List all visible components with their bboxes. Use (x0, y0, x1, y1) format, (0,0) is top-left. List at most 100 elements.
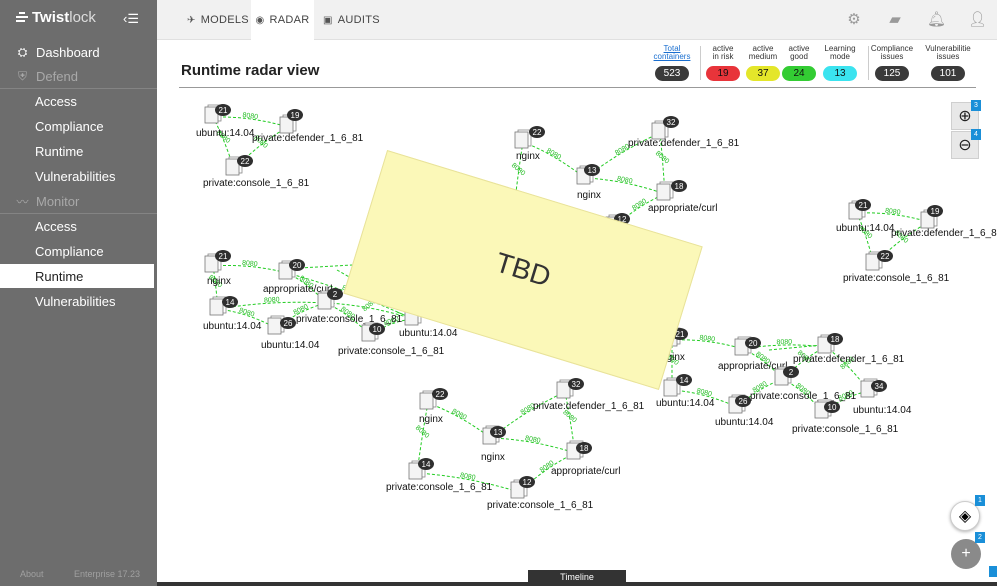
add-button[interactable]: + (951, 539, 981, 569)
tab-radar[interactable]: ◉ RADAR (251, 0, 314, 40)
count-badge-text: 13 (588, 166, 597, 175)
container-node[interactable]: 22 nginx (419, 388, 448, 425)
stat-value-pill: 13 (823, 66, 857, 81)
container-label: appropriate/curl (718, 361, 787, 372)
stat-value-pill: 523 (655, 66, 689, 81)
port-label: 8080 (631, 198, 648, 212)
count-badge (671, 180, 687, 192)
stat-value-pill: 24 (782, 66, 816, 81)
count-badge (369, 323, 385, 335)
shield-icon: ⛨ (17, 68, 27, 83)
count-badge-text: 21 (219, 252, 228, 261)
count-badge-text: 22 (881, 252, 890, 261)
about-link[interactable]: About (20, 569, 44, 579)
gear-icon[interactable]: ⚙ (847, 11, 861, 28)
collapse-sidebar-icon[interactable]: ‹☰ (123, 11, 139, 26)
count-badge (490, 426, 506, 438)
count-badge (432, 388, 448, 400)
sidebar-item-defend-compliance[interactable]: Compliance (0, 114, 157, 138)
sidebar-item-monitor-access[interactable]: Access (0, 214, 157, 238)
container-icon (204, 106, 219, 124)
sidebar-item-monitor-runtime[interactable]: Runtime (0, 264, 157, 288)
user-icon[interactable]: 👤︎ (968, 11, 988, 28)
connection-edge[interactable] (782, 346, 827, 380)
sidebar-item-monitor-vulnerabilities[interactable]: Vulnerabilities (0, 289, 157, 313)
tab-audits[interactable]: ▣ AUDITS (323, 0, 380, 40)
connection-edge[interactable] (325, 302, 371, 336)
zoom-out-button[interactable]: ⊖ (951, 131, 979, 159)
tab-models[interactable]: ✈ MODELS (187, 0, 249, 40)
container-icon (651, 122, 666, 140)
book-icon[interactable]: ▰ (889, 11, 901, 28)
sidebar-item-defend-access[interactable]: Access (0, 89, 157, 113)
timeline-bar[interactable] (157, 582, 997, 586)
container-label: nginx (419, 414, 443, 425)
port-label: 8080 (696, 388, 713, 399)
sidebar-section-defend[interactable]: ⛨ Defend (0, 64, 157, 88)
container-node[interactable]: 12 private:console_1_6_81 (487, 476, 594, 511)
layers-button[interactable]: ◈ (950, 501, 980, 531)
container-label: nginx (661, 352, 685, 363)
sidebar-section-label: Defend (36, 68, 78, 84)
connection-edge[interactable] (490, 437, 576, 454)
sidebar-item-dashboard[interactable]: ⛭ Dashboard (0, 40, 157, 64)
connection-edge[interactable] (768, 344, 823, 351)
container-icon (663, 379, 678, 397)
sidebar-section-monitor[interactable]: 〰 Monitor (0, 189, 157, 213)
timeline-tab[interactable]: Timeline (528, 570, 626, 584)
connection-edge[interactable] (742, 344, 827, 350)
container-label: private:console_1_6_81 (487, 500, 594, 511)
count-badge-text: 12 (523, 478, 532, 487)
connection-edge[interactable] (286, 272, 327, 304)
stat-label[interactable]: Total containers (653, 44, 691, 61)
count-badge (871, 380, 887, 392)
container-label: ubuntu:14.04 (853, 405, 912, 416)
sidebar-item-defend-vulnerabilities[interactable]: Vulnerabilities (0, 164, 157, 188)
tab-label: MODELS (200, 14, 249, 26)
sidebar-item-defend-runtime[interactable]: Runtime (0, 139, 157, 163)
count-badge (824, 401, 840, 413)
count-badge-text: 22 (533, 128, 542, 137)
sidebar-item-label: Access (35, 93, 77, 109)
bell-icon[interactable]: 🔔︎ (927, 11, 947, 28)
stat-0[interactable]: Total containers 523 (646, 45, 698, 81)
count-badge-text: 22 (436, 390, 445, 399)
connection-edge[interactable] (584, 132, 661, 179)
count-badge (289, 259, 305, 271)
connection-edge[interactable] (584, 177, 666, 195)
connection-edge[interactable] (416, 472, 520, 493)
connection-edge[interactable] (490, 391, 566, 439)
sidebar-item-monitor-compliance[interactable]: Compliance (0, 239, 157, 263)
stat-label: Vulnerabilitie issues (925, 44, 971, 61)
